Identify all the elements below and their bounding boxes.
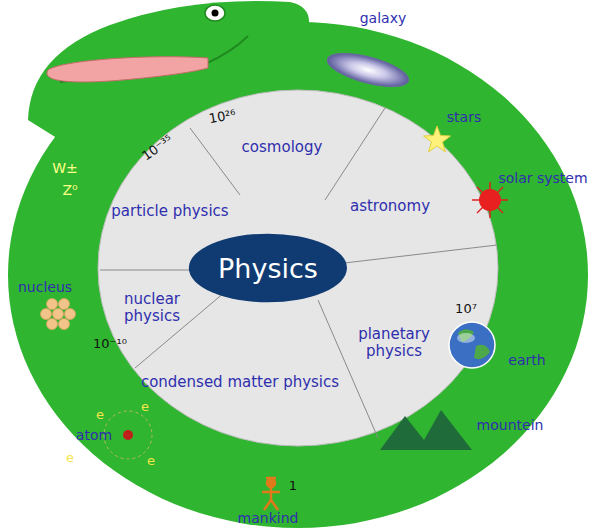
mankind-figure [262, 478, 280, 510]
object-label: galaxy [360, 10, 407, 26]
sector-label: planetary physics [351, 326, 437, 361]
mountain-icon [380, 410, 472, 450]
physics-disc [98, 90, 498, 446]
electron-label: e [96, 408, 104, 423]
sector-line [318, 300, 378, 438]
nucleus-cluster [41, 299, 76, 330]
atom-core [123, 430, 133, 440]
scale-number: 1 [289, 479, 297, 494]
snake-eye [205, 5, 225, 21]
scale-number: 10⁷ [455, 302, 477, 317]
particle-label: W± [52, 160, 78, 176]
snake-tongue [47, 57, 208, 82]
earth-cloud [457, 333, 475, 343]
star-icon [424, 126, 451, 152]
sector-line [100, 270, 204, 271]
node-title: Physics [218, 253, 318, 284]
electron-label: e [141, 400, 149, 415]
sun-rays [472, 182, 508, 218]
center-ellipse: Physics [188, 233, 348, 303]
particle-label: Z⁰ [62, 182, 77, 198]
object-label: stars [447, 109, 481, 125]
object-label: solar system [498, 170, 587, 186]
snake-pupil [212, 10, 219, 17]
earth-land [458, 329, 490, 359]
snake-ring [8, 22, 588, 528]
electron-label: e [147, 454, 155, 469]
galaxy-image [324, 47, 412, 94]
object-label: nucleus [18, 279, 72, 295]
object-label: mountein [477, 417, 544, 433]
object-label: mankind [238, 510, 299, 526]
ellipse-shape [189, 234, 347, 303]
sector-line [190, 128, 240, 195]
sector-line [325, 108, 385, 200]
electron-label: e [66, 451, 74, 466]
sector-label: astronomy [350, 198, 430, 215]
sector-label: cosmology [242, 139, 323, 156]
sector-label: nuclear physics [117, 291, 187, 326]
scale-number: 10⁻¹⁰ [93, 337, 127, 352]
sector-label: particle physics [111, 203, 228, 220]
sector-lines [100, 108, 497, 438]
object-label: atom [76, 427, 112, 443]
earth-globe [449, 322, 495, 368]
sector-line [336, 245, 497, 264]
sun-icon [479, 189, 501, 211]
sector-label: condensed matter physics [141, 374, 339, 391]
object-label: earth [508, 352, 545, 368]
